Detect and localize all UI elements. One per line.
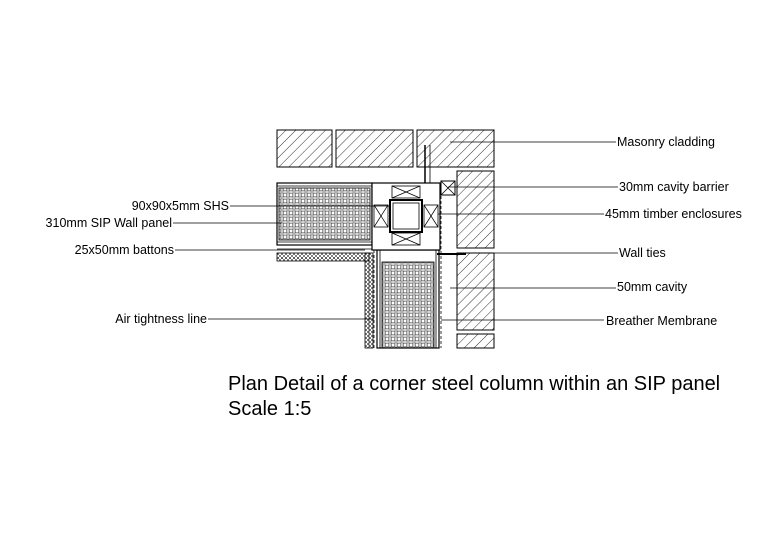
sip-panel-vertical (364, 249, 440, 349)
caption-scale: Scale 1:5 (228, 398, 311, 420)
label-battons: 25x50mm battons (75, 243, 174, 257)
label-50mm-cavity: 50mm cavity (617, 280, 688, 294)
label-cavity-barrier: 30mm cavity barrier (619, 180, 729, 194)
label-wall-ties: Wall ties (619, 246, 666, 260)
label-sip-wall-panel: 310mm SIP Wall panel (46, 216, 172, 230)
label-timber-enclosures: 45mm timber enclosures (605, 207, 742, 221)
cavity-barrier (424, 145, 456, 196)
leader-lines (173, 141, 618, 321)
label-air-tightness: Air tightness line (115, 312, 207, 326)
masonry-cladding-bricks-top (276, 129, 495, 168)
steel-shs-column (389, 199, 423, 233)
membrane-lines (277, 196, 442, 348)
label-breather-membrane: Breather Membrane (606, 314, 717, 328)
caption-title: Plan Detail of a corner steel column wit… (228, 373, 720, 395)
label-shs: 90x90x5mm SHS (132, 199, 229, 213)
masonry-cladding-bricks-right (456, 170, 495, 349)
label-masonry-cladding: Masonry cladding (617, 135, 715, 149)
